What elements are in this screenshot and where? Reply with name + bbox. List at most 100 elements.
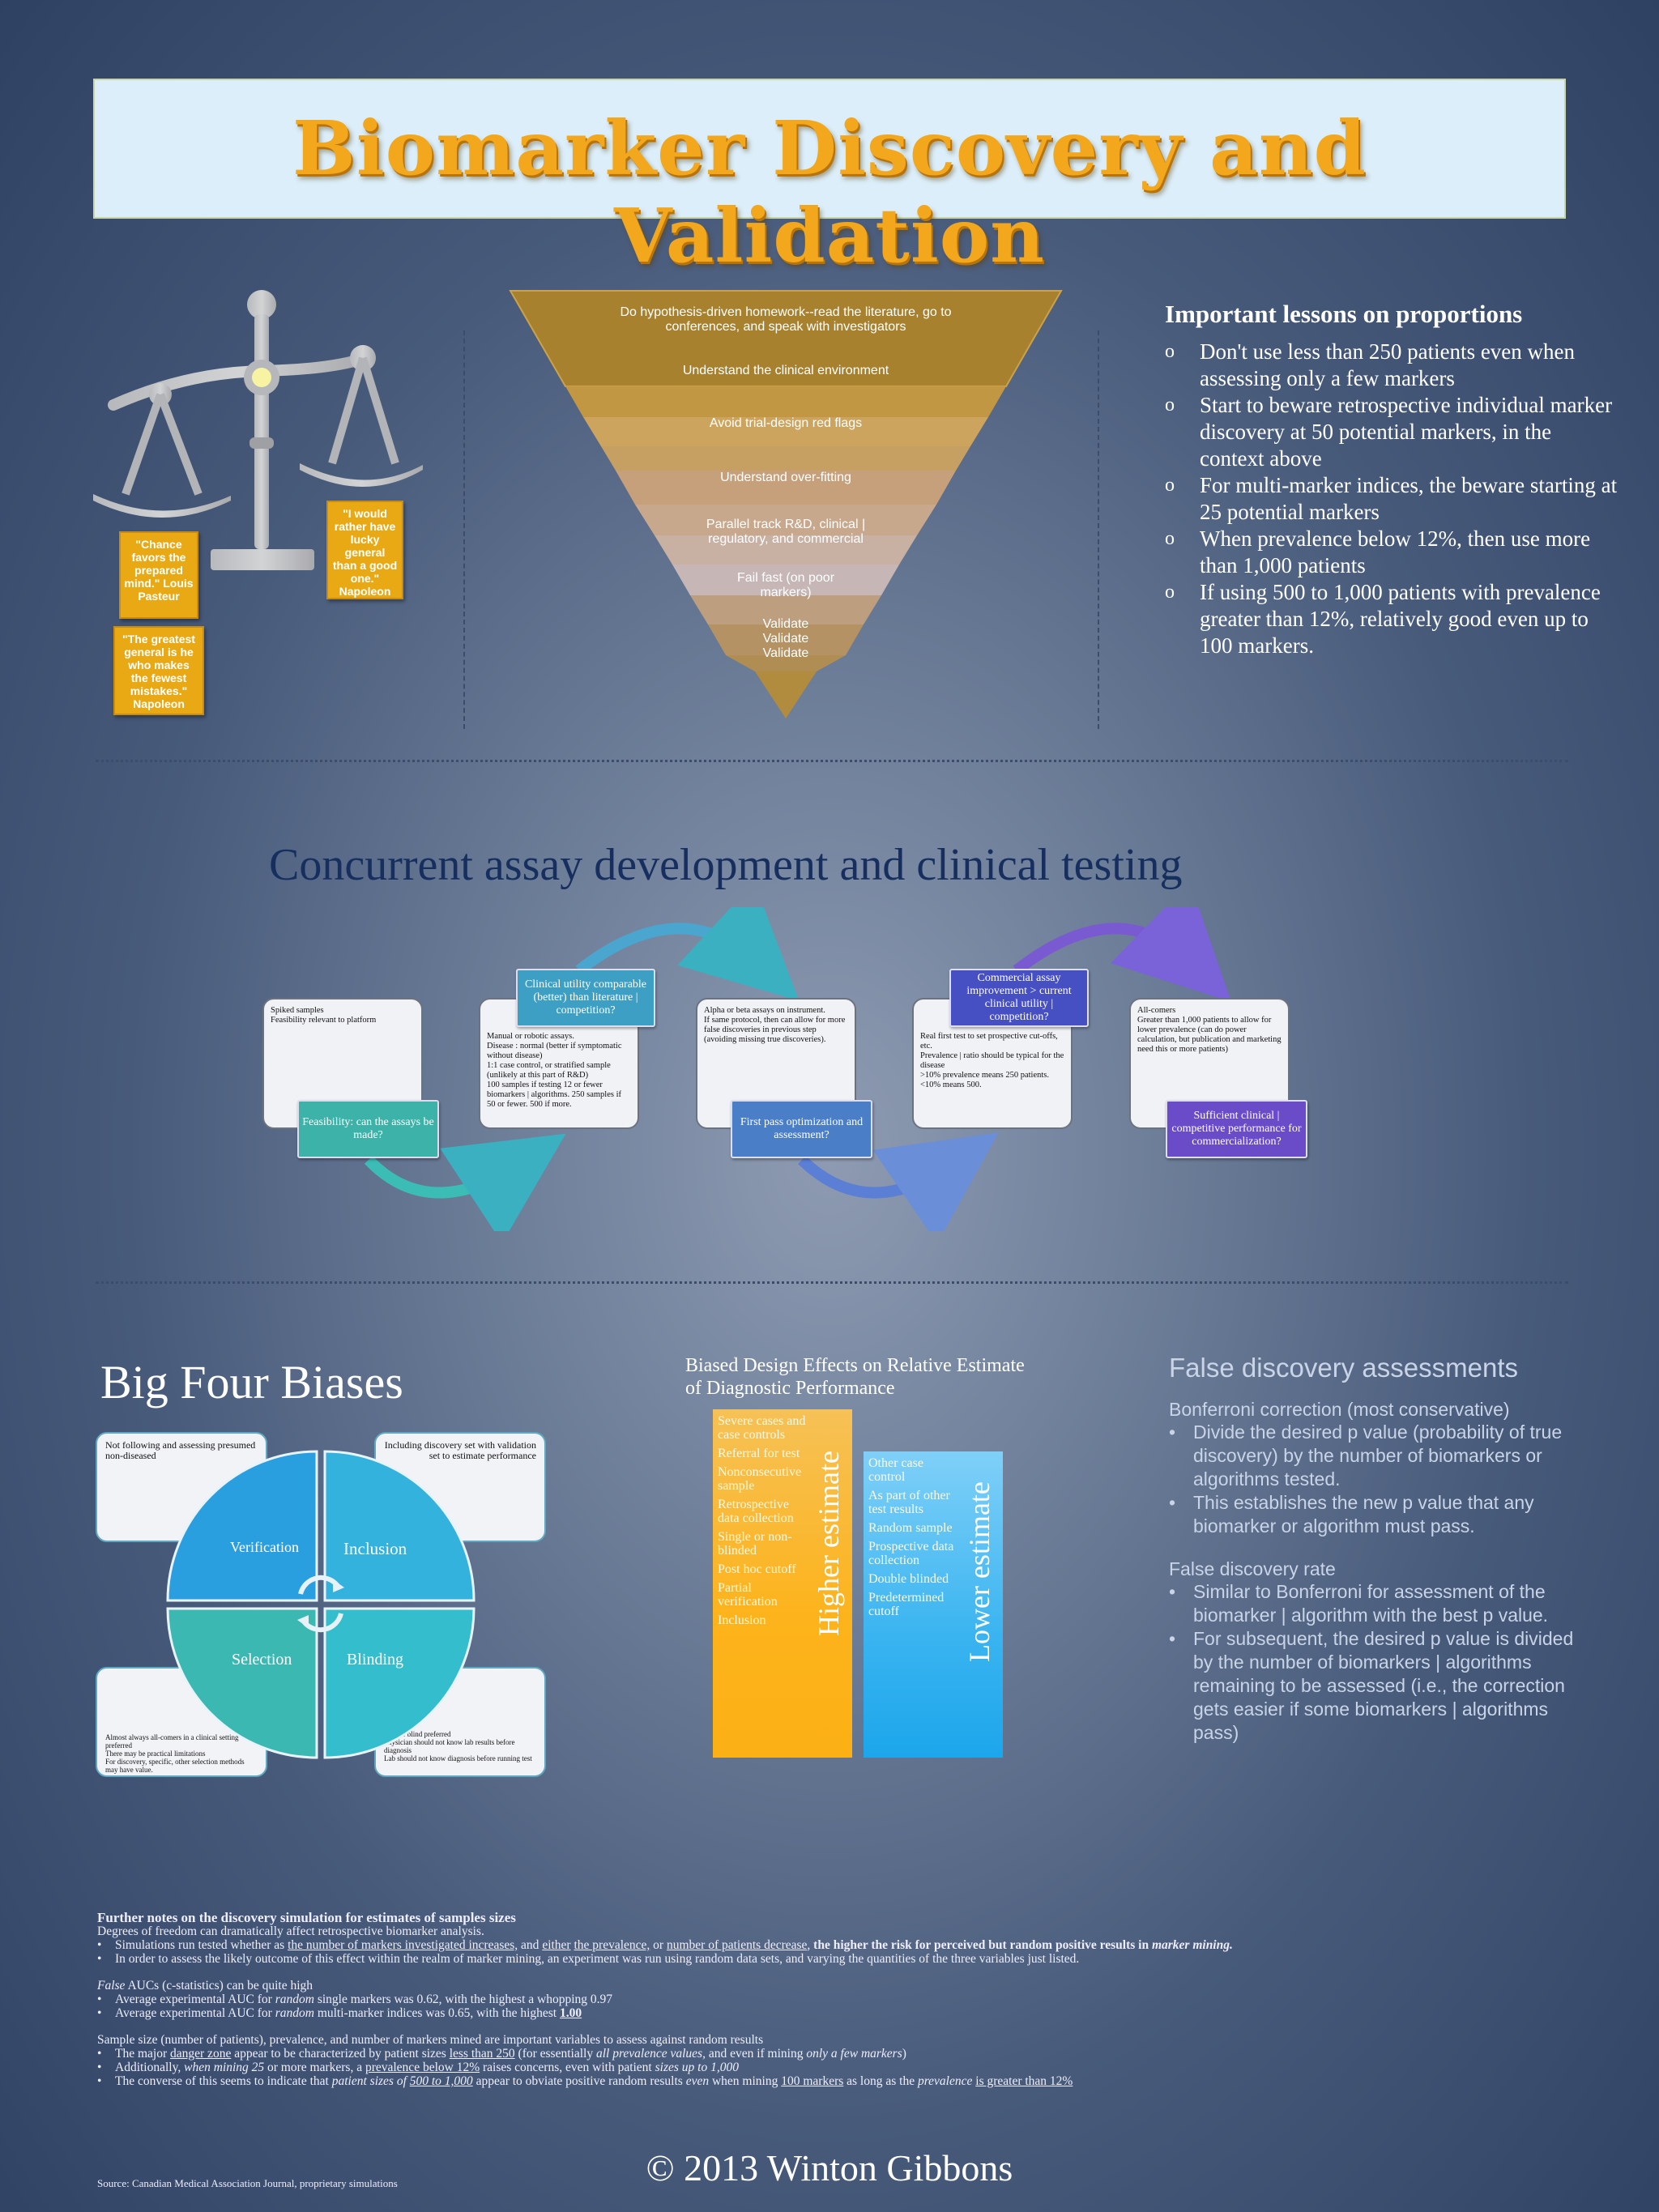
note-item: Greater than 1,000 patients to allow for… xyxy=(1137,1016,1282,1054)
step-first-pass-button[interactable]: First pass optimization and assessment? xyxy=(731,1100,872,1158)
source-note: Source: Canadian Medical Association Jou… xyxy=(97,2177,398,2189)
notes-heading: Further notes on the discovery simulatio… xyxy=(97,1910,516,1925)
higher-item: Nonconsecutive sample xyxy=(718,1465,802,1493)
quadrant-verification: Verification xyxy=(230,1539,299,1555)
notes-intro: Degrees of freedom can dramatically affe… xyxy=(97,1924,484,1938)
biases-title: Big Four Biases xyxy=(100,1356,403,1409)
list-item: Divide the desired p value (probability … xyxy=(1169,1421,1590,1491)
list-item: The major danger zone appear to be chara… xyxy=(97,2047,1312,2061)
funnel-step-6: Fail fast (on poor markers) xyxy=(736,571,835,599)
quadrant-blinding: Blinding xyxy=(347,1651,404,1669)
lower-item: Prospective data collection xyxy=(868,1540,954,1567)
sample-size-heading: Sample size (number of patients), preval… xyxy=(97,2033,764,2047)
note-item: Real first test to set prospective cut-o… xyxy=(920,1032,1058,1051)
divider xyxy=(1098,330,1099,729)
note-item: For discovery, specific, other selection… xyxy=(105,1758,245,1774)
lesson-item: If using 500 to 1,000 patients with prev… xyxy=(1165,579,1618,659)
divider xyxy=(463,330,465,729)
arrow-icon xyxy=(798,1132,999,1231)
fdr-heading: False discovery rate xyxy=(1169,1558,1336,1579)
lower-item: Random sample xyxy=(868,1521,953,1535)
copyright: © 2013 Winton Gibbons xyxy=(646,2147,1013,2189)
funnel-step-5: Parallel track R&D, clinical | regulator… xyxy=(706,518,866,546)
step-feasibility-button[interactable]: Feasibility: can the assays be made? xyxy=(297,1100,439,1158)
higher-item: Severe cases and case controls xyxy=(718,1414,806,1442)
bonferroni-list: Divide the desired p value (probability … xyxy=(1169,1421,1590,1538)
list-item: This establishes the new p value that an… xyxy=(1169,1491,1590,1538)
higher-item: Inclusion xyxy=(718,1613,766,1627)
note-item: 1:1 case control, or stratified sample (… xyxy=(487,1061,611,1080)
funnel-step-1: Do hypothesis-driven homework--read the … xyxy=(620,305,952,334)
higher-item: Post hoc cutoff xyxy=(718,1562,796,1576)
note-item: Alpha or beta assays on instrument. xyxy=(704,1006,825,1015)
quote-napoleon-lucky: "I would rather have lucky general than … xyxy=(326,501,403,599)
lessons-title: Important lessons on proportions xyxy=(1165,300,1523,328)
funnel-step-7: Validate Validate Validate xyxy=(762,617,809,660)
quote-napoleon-mistakes: "The greatest general is he who makes th… xyxy=(113,626,204,715)
note-item: Manual or robotic assays. xyxy=(487,1032,574,1041)
arrow-icon xyxy=(1013,907,1232,1002)
note-item: >10% prevalence means 250 patients. <10%… xyxy=(920,1071,1049,1089)
step-commercial-assay-button[interactable]: Commercial assay improvement > current c… xyxy=(949,969,1089,1027)
lesson-item: For multi-marker indices, the beware sta… xyxy=(1165,472,1618,526)
design-effects-title: Biased Design Effects on Relative Estima… xyxy=(685,1355,1025,1399)
funnel-diagram: Do hypothesis-driven homework--read the … xyxy=(502,289,1069,721)
list-item: Additionally, when mining 25 or more mar… xyxy=(97,2061,1312,2074)
cycle-icon xyxy=(297,1575,344,1633)
simulation-notes: Further notes on the discovery simulatio… xyxy=(97,1911,1312,2088)
quadrant-selection: Selection xyxy=(232,1651,292,1669)
fdr-list: Similar to Bonferroni for assessment of … xyxy=(1169,1580,1590,1745)
note-item: Physician should not know lab results be… xyxy=(384,1738,515,1754)
lower-estimate-bar: Other case control As part of other test… xyxy=(864,1451,1003,1758)
false-discovery-title: False discovery assessments xyxy=(1169,1353,1518,1383)
scales-of-justice-icon xyxy=(93,290,423,570)
auc-heading: False AUCs (c-statistics) can be quite h… xyxy=(97,1979,313,1993)
lower-item: As part of other test results xyxy=(868,1489,950,1516)
title-banner: Biomarker Discovery and Validation xyxy=(93,79,1566,279)
higher-estimate-label: Higher estimate xyxy=(812,1451,845,1636)
note-item: Prevalence | ratio should be typical for… xyxy=(920,1051,1064,1070)
note-item: If same protocol, then can allow for mor… xyxy=(704,1016,846,1044)
list-item: Average experimental AUC for random mult… xyxy=(97,2006,1312,2020)
note-item: Double blind preferred xyxy=(384,1730,451,1738)
step-clinical-utility-button[interactable]: Clinical utility comparable (better) tha… xyxy=(516,969,655,1027)
note-item: 100 samples if testing 12 or fewer bioma… xyxy=(487,1080,621,1109)
arrow-icon xyxy=(575,907,800,1001)
lesson-item: When prevalence below 12%, then use more… xyxy=(1165,526,1618,579)
bonferroni-heading: Bonferroni correction (most conservative… xyxy=(1169,1399,1510,1420)
funnel-step-3: Avoid trial-design red flags xyxy=(709,416,863,430)
note-item: Spiked samples xyxy=(271,1006,324,1015)
note-item: Including discovery set with validation … xyxy=(384,1439,536,1461)
concurrent-title: Concurrent assay development and clinica… xyxy=(269,840,1183,890)
higher-estimate-bar: Severe cases and case controls Referral … xyxy=(713,1409,852,1758)
note-item: Feasibility relevant to platform xyxy=(271,1016,377,1025)
arrow-icon xyxy=(364,1133,566,1231)
lower-item: Other case control xyxy=(868,1456,923,1484)
false-discovery-section: False discovery assessments Bonferroni c… xyxy=(1169,1353,1590,1764)
note-item: Disease : normal (better if symptomatic … xyxy=(487,1042,622,1060)
list-item: Simulations run tested whether as the nu… xyxy=(97,1938,1312,1952)
note-item: All-comers xyxy=(1137,1006,1176,1015)
divider xyxy=(96,1281,1568,1284)
divider xyxy=(96,760,1568,762)
quadrant-inclusion: Inclusion xyxy=(343,1539,407,1558)
quote-pasteur: "Chance favors the prepared mind." Louis… xyxy=(119,531,198,619)
lessons-list: Don't use less than 250 patients even wh… xyxy=(1165,339,1618,659)
funnel-step-4: Understand over-fitting xyxy=(720,471,851,484)
list-item: Similar to Bonferroni for assessment of … xyxy=(1169,1580,1590,1627)
step-commercialization-button[interactable]: Sufficient clinical | competitive perfor… xyxy=(1166,1100,1307,1158)
higher-item: Referral for test xyxy=(718,1447,800,1460)
note-item: There may be practical limitations xyxy=(105,1750,206,1758)
lesson-item: Don't use less than 250 patients even wh… xyxy=(1165,339,1618,392)
note-item: Not following and assessing presumed non… xyxy=(105,1439,256,1461)
process-arrows xyxy=(364,907,1232,1231)
page-title: Biomarker Discovery and Validation xyxy=(292,104,1367,279)
higher-item: Single or non-blinded xyxy=(718,1530,792,1558)
lower-estimate-label: Lower estimate xyxy=(963,1481,996,1662)
list-item: For subsequent, the desired p value is d… xyxy=(1169,1627,1590,1745)
note-item: Almost always all-comers in a clinical s… xyxy=(105,1733,239,1750)
note-item: Lab should not know diagnosis before run… xyxy=(384,1754,532,1762)
lesson-item: Start to beware retrospective individual… xyxy=(1165,392,1618,472)
higher-item: Partial verification xyxy=(718,1581,778,1609)
higher-item: Retrospective data collection xyxy=(718,1498,794,1525)
